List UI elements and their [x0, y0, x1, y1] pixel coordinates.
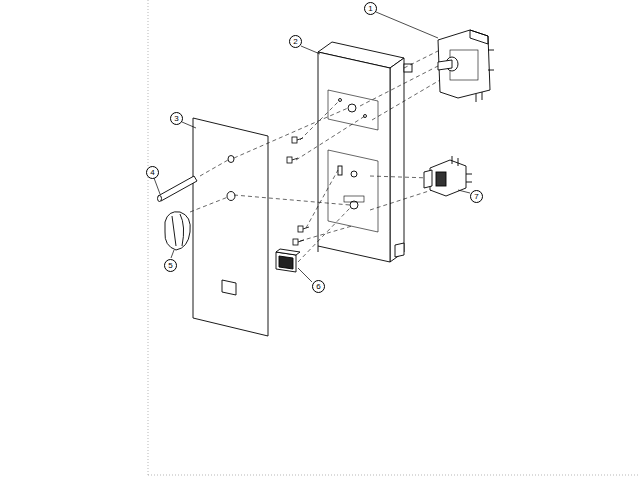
leader-lines: [154, 12, 470, 282]
callout-circle: 1: [364, 2, 377, 15]
timer: [438, 30, 494, 102]
callout-number: 5: [168, 262, 172, 270]
callout-number: 4: [150, 169, 154, 177]
control-bracket: [318, 42, 412, 262]
projection-lines: [190, 50, 440, 262]
frame-border: [148, 0, 640, 475]
callout-circle: 2: [289, 35, 302, 48]
front-panel: [193, 118, 268, 336]
callout-number: 3: [174, 115, 178, 123]
callout-circle: 6: [312, 280, 325, 293]
callout-circle: 7: [470, 190, 483, 203]
callout-number: 1: [368, 5, 372, 13]
callout-number: 2: [293, 38, 297, 46]
callout-circle: 4: [146, 166, 159, 179]
callout-number: 7: [474, 193, 478, 201]
shaft: [158, 176, 198, 202]
knob: [165, 212, 190, 250]
selector-switch: [424, 156, 472, 196]
callout-number: 6: [316, 283, 320, 291]
callout-circle: 5: [164, 259, 177, 272]
callout-circle: 3: [170, 112, 183, 125]
screws: [287, 137, 309, 245]
rocker-switch: [276, 249, 300, 272]
